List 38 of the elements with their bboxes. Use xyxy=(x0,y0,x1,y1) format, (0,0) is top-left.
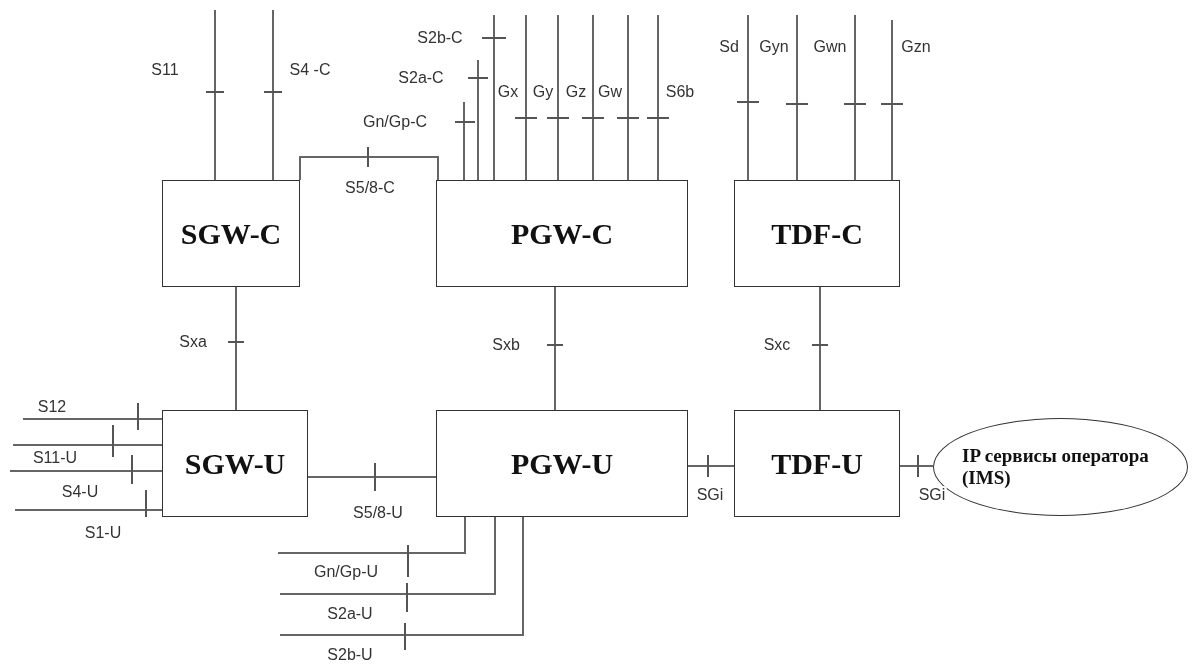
connector-line xyxy=(899,465,935,467)
interface-line xyxy=(891,19,893,181)
connector-line xyxy=(819,286,821,411)
interface-line xyxy=(627,14,629,181)
interface-line xyxy=(747,14,749,181)
interface-line xyxy=(12,444,163,446)
connector-line xyxy=(235,286,237,411)
interface-label: Gy xyxy=(531,83,555,101)
interface-label: Gn/Gp-C xyxy=(362,113,428,131)
interface-line xyxy=(796,14,798,181)
interface-line xyxy=(463,101,465,181)
connector-line xyxy=(687,465,735,467)
network-function-box: TDF-C xyxy=(734,180,900,287)
interface-line xyxy=(279,516,496,595)
interface-line xyxy=(477,59,479,181)
network-function-box: TDF-U xyxy=(734,410,900,517)
connector-line xyxy=(299,156,439,181)
interface-label: Gyn xyxy=(758,38,790,56)
network-function-box: SGW-U xyxy=(162,410,308,517)
interface-label: Gn/Gp-U xyxy=(313,563,379,581)
interface-line xyxy=(592,14,594,181)
network-function-box: SGW-C xyxy=(162,180,300,287)
connector-line xyxy=(307,476,437,478)
interface-line xyxy=(214,9,216,181)
interface-line xyxy=(279,516,524,636)
network-function-box: PGW-C xyxy=(436,180,688,287)
interface-line xyxy=(277,516,466,554)
interface-line xyxy=(22,418,163,420)
interface-line xyxy=(14,509,163,511)
interface-line xyxy=(557,14,559,181)
interface-line xyxy=(854,14,856,181)
network-function-box: PGW-U xyxy=(436,410,688,517)
interface-line xyxy=(9,470,163,472)
interface-line xyxy=(657,14,659,181)
interface-line xyxy=(525,14,527,181)
connector-line xyxy=(554,286,556,411)
interface-line xyxy=(493,14,495,181)
interface-line xyxy=(272,9,274,181)
